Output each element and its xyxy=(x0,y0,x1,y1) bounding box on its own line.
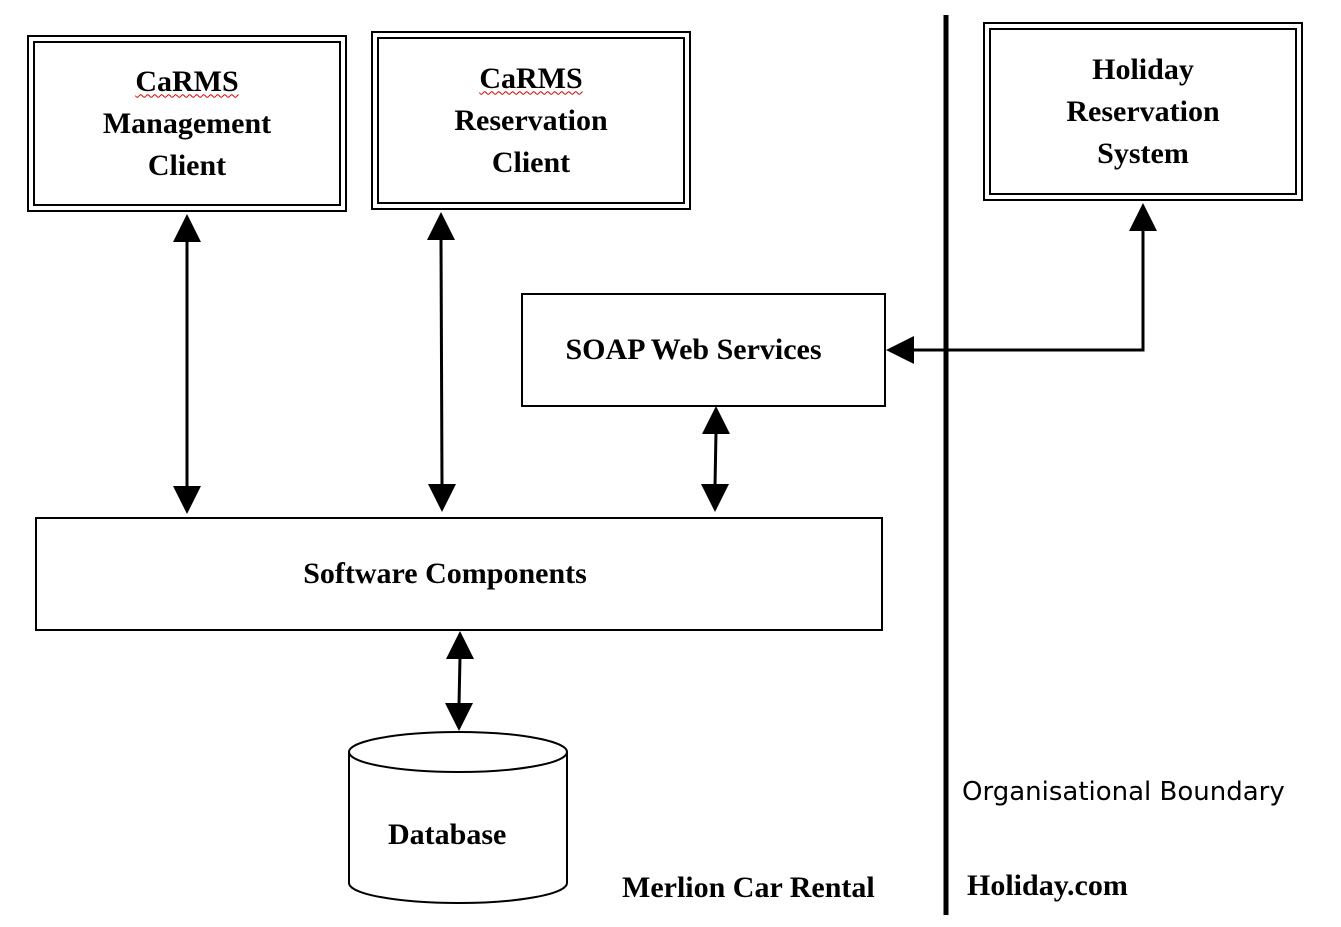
connector-management-software xyxy=(173,214,201,514)
holiday-com-label: Holiday.com xyxy=(967,869,1128,902)
merlion-car-rental-label: Merlion Car Rental xyxy=(622,871,875,904)
holiday-system-label: Holiday Reservation System xyxy=(1066,52,1220,170)
reservation-client-box: CaRMS Reservation Client xyxy=(371,31,691,210)
software-components-label: Software Components xyxy=(303,557,587,590)
database-label: Database xyxy=(388,818,507,851)
connector-holiday-soap xyxy=(886,203,1157,364)
connector-soap-software xyxy=(701,406,730,512)
soap-web-services-box: SOAP Web Services xyxy=(521,293,886,407)
management-client-box: CaRMS Management Client xyxy=(27,35,347,212)
soap-web-services-label: SOAP Web Services xyxy=(565,333,822,366)
database-cylinder xyxy=(348,731,568,904)
reservation-client-label: CaRMS Reservation Client xyxy=(454,61,608,179)
organisational-boundary-label: Organisational Boundary xyxy=(962,777,1285,807)
management-client-label: CaRMS Management Client xyxy=(102,64,272,182)
connector-reservation-software xyxy=(427,212,456,512)
holiday-system-box: Holiday Reservation System xyxy=(983,22,1303,201)
connector-software-database xyxy=(445,631,474,731)
software-components-box: Software Components xyxy=(35,517,883,631)
